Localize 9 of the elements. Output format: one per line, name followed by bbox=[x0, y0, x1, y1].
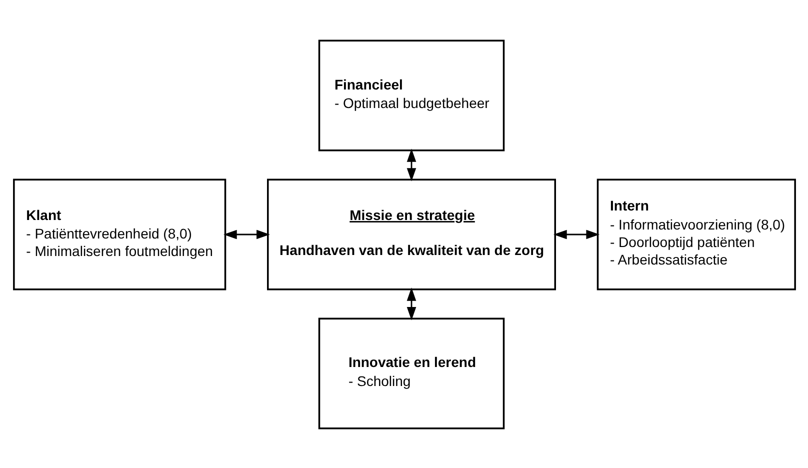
node-box: Missie en strategie Handhaven van de kwaliteit van de zorg bbox=[266, 178, 556, 290]
node-box: Intern - Informatievoorziening (8,0) - Doorlooptijd patiënten - Arbeidssatisfactie bbox=[596, 178, 796, 290]
arrow bbox=[223, 229, 270, 239]
arrow bbox=[406, 287, 416, 320]
node-box: Innovatie en lerend - Scholing bbox=[318, 317, 504, 429]
arrow bbox=[553, 229, 600, 239]
node-box: Financieel - Optimaal budgetbeheer bbox=[318, 39, 504, 151]
node-box: Klant - Patiënttevredenheid (8,0) - Minimaliseren foutmeldingen bbox=[12, 178, 226, 290]
arrow bbox=[406, 148, 416, 181]
